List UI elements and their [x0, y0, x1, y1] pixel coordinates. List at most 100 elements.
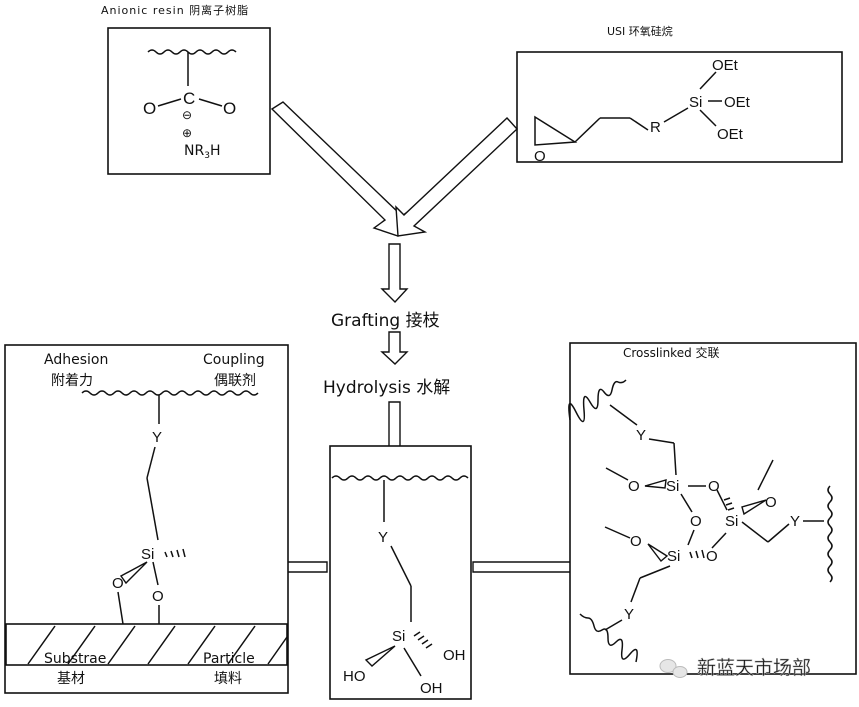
- bond-line: [117, 591, 124, 625]
- hashed-bond: [164, 548, 186, 558]
- silicon-atom: Si: [392, 628, 405, 645]
- wedge-bond: [644, 479, 667, 489]
- oxygen-atom: O: [112, 575, 124, 592]
- substrate-cn-label: 基材: [57, 670, 85, 687]
- hashed-bond: [689, 549, 705, 559]
- wedge-bond: [741, 499, 767, 516]
- particle-label: Particle: [203, 651, 255, 667]
- bond-line: [609, 404, 638, 426]
- bond-line: [605, 467, 629, 481]
- bond-line: [639, 565, 671, 579]
- bond-line: [663, 107, 689, 123]
- bond-line: [741, 521, 769, 543]
- epoxy-silane-box: [516, 51, 843, 163]
- bond-line: [390, 545, 412, 587]
- polymer-backbone-wavy: [331, 475, 469, 481]
- polymer-backbone-wavy: [81, 390, 259, 396]
- substrate-hatching: [27, 625, 288, 665]
- hydrolysis-label: Hydrolysis 水解: [323, 378, 450, 398]
- wedge-bond: [364, 645, 396, 667]
- bond-line: [152, 561, 159, 586]
- oxygen-atom: O: [706, 548, 718, 565]
- bond-line: [673, 442, 677, 476]
- bond-line: [157, 98, 182, 107]
- bond-line: [680, 493, 693, 513]
- ethoxy-group: OEt: [712, 57, 739, 74]
- bond-line: [757, 459, 774, 491]
- carbon-atom: C: [183, 89, 195, 108]
- y-linker: Y: [624, 606, 634, 623]
- bond-line: [630, 577, 641, 603]
- oxygen-atom: O: [708, 478, 720, 495]
- silicon-atom: Si: [725, 513, 738, 530]
- oxygen-atom: O: [223, 99, 236, 118]
- hydroxyl-group: OH: [443, 647, 466, 664]
- bond-line: [146, 477, 159, 541]
- oxygen-atom: O: [765, 494, 777, 511]
- silicon-atom: Si: [141, 546, 154, 563]
- oxygen-atom: O: [152, 588, 164, 605]
- substrate-label: Substrae: [44, 651, 106, 667]
- wedge-bond: [647, 543, 669, 563]
- bond-line: [687, 529, 695, 546]
- oxygen-atom: O: [143, 99, 156, 118]
- bond-line: [629, 117, 649, 131]
- y-linker: Y: [378, 529, 388, 546]
- oxygen-atom: O: [690, 513, 702, 530]
- bond-line: [699, 109, 717, 127]
- converging-arrow-left: [270, 101, 414, 237]
- wechat-icon-bubble: [672, 666, 688, 678]
- down-arrow: [380, 243, 409, 304]
- negative-charge: ⊖: [182, 108, 192, 122]
- ethoxy-group: OEt: [717, 126, 744, 143]
- bond-line: [403, 647, 422, 677]
- substrate-surface: [5, 623, 288, 666]
- bond-line: [198, 98, 223, 107]
- positive-charge: ⊕: [182, 126, 192, 140]
- y-linker: Y: [636, 427, 646, 444]
- ammonium-group: NR3H: [184, 143, 220, 161]
- polymer-chain-wavy: [579, 613, 638, 663]
- coupling-label: Coupling: [203, 352, 265, 368]
- bond-line: [604, 619, 623, 631]
- wechat-icon: [659, 659, 677, 673]
- y-linker: Y: [152, 429, 162, 446]
- silicon-atom: Si: [667, 548, 680, 565]
- anionic-resin-label: Anionic resin 阴离子树脂: [101, 3, 249, 17]
- silicon-atom: Si: [666, 478, 679, 495]
- polymer-backbone-wavy: [147, 49, 237, 55]
- bond-line: [716, 489, 728, 511]
- crosslinked-box: [569, 342, 857, 675]
- particle-cn-label: 填料: [214, 671, 242, 687]
- ethoxy-group: OEt: [724, 94, 751, 111]
- hashed-bond: [723, 497, 735, 511]
- grafting-label: Grafting 接枝: [331, 311, 440, 331]
- epoxide-ring: [534, 115, 578, 146]
- bond-line: [699, 71, 717, 90]
- bond-line: [648, 438, 675, 444]
- hashed-bond: [413, 631, 433, 649]
- adhesion-label: Adhesion: [44, 352, 108, 368]
- coupling-cn-label: 偶联剂: [214, 373, 256, 389]
- hydroxyl-group: OH: [420, 680, 443, 697]
- hydroxyl-group: HO: [343, 668, 366, 685]
- polymer-chain-wavy: [827, 485, 833, 583]
- wechat-watermark: 新蓝天市场部: [659, 657, 811, 679]
- wedge-bond: [119, 561, 148, 585]
- adhesion-cn-label: 附着力: [51, 373, 93, 389]
- down-arrow: [380, 331, 409, 365]
- epoxide-oxygen: O: [534, 148, 546, 165]
- bond-line: [604, 526, 631, 539]
- bond-line: [574, 117, 601, 143]
- hydrolysed-silane-box: [329, 445, 472, 700]
- usi-label: USI 环氧硅烷: [607, 24, 673, 38]
- bond-line: [146, 446, 156, 479]
- y-linker: Y: [790, 513, 800, 530]
- oxygen-atom: O: [630, 533, 642, 550]
- bond-line: [767, 523, 790, 543]
- crosslinked-label: Crosslinked 交联: [623, 345, 720, 360]
- oxygen-atom: O: [628, 478, 640, 495]
- silicon-atom: Si: [689, 94, 702, 111]
- converging-arrow-right: [395, 117, 518, 237]
